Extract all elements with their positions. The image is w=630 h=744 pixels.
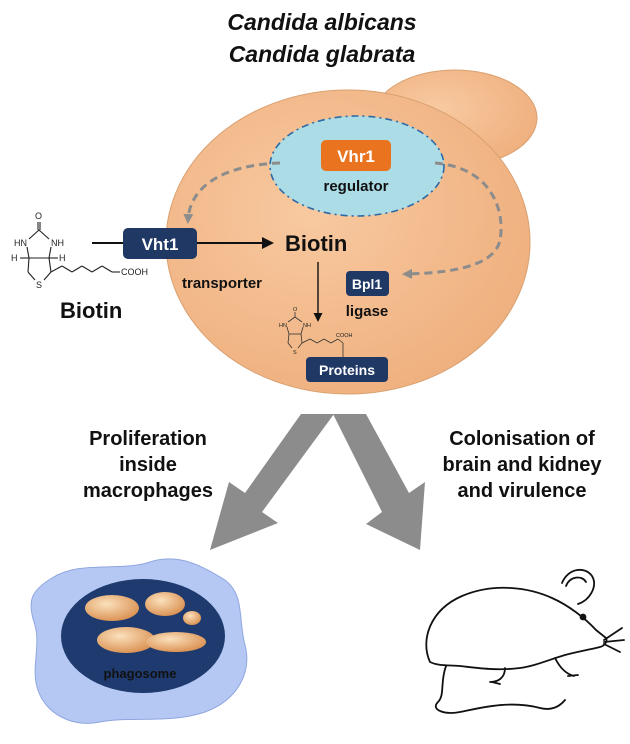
mouse-icon (425, 568, 625, 714)
yeast-bud-small (183, 611, 201, 625)
outcome-left-line-1: Proliferation (89, 428, 207, 450)
regulation-arrow-to-transporter (183, 161, 281, 224)
ligase-box (346, 271, 389, 296)
transporter-box (123, 228, 197, 259)
outcome-left-line-2: inside (119, 454, 177, 476)
regulation-arrow-to-ligase (402, 161, 503, 279)
regulator-caption: regulator (323, 178, 388, 195)
biotin-sulfur-label: S (36, 280, 42, 290)
outcome-arrow-right (333, 414, 425, 550)
title-line-1: Candida albicans (227, 9, 416, 35)
title-line-2: Candida glabrata (229, 41, 416, 67)
proteins-label: Proteins (319, 362, 375, 378)
outcome-right-line-1: Colonisation of (449, 428, 595, 450)
transporter-caption: transporter (182, 275, 262, 292)
biotin-structure-outside (20, 222, 120, 281)
biotin-nh-label: NH (51, 238, 64, 248)
proteins-box (306, 357, 388, 382)
outcome-left-line-3: macrophages (83, 480, 213, 502)
biotin-inside-oxygen-label: O (293, 307, 298, 313)
regulator-box (321, 140, 391, 171)
yeast-cell-3 (97, 627, 155, 653)
ligase-caption: ligase (346, 303, 389, 320)
outcome-arrow-left (210, 414, 334, 550)
biotin-h-left-label: H (11, 253, 18, 263)
biotin-hn-label: HN (14, 238, 27, 248)
phagosome-label: phagosome (104, 666, 177, 681)
biotin-h-right-label: H (59, 253, 66, 263)
biotin-inside-hn-label: HN (279, 323, 287, 329)
phagocytosed-yeast-cells (85, 592, 206, 653)
biotin-inside-label: Biotin (285, 231, 347, 256)
regulator-label: Vhr1 (337, 147, 375, 166)
biotin-inside-sulfur-label: S (293, 350, 297, 356)
biotin-outside-label: Biotin (60, 298, 122, 323)
yeast-cell-1 (85, 595, 139, 621)
outcome-right-line-3: and virulence (458, 480, 587, 502)
outcome-right-line-2: brain and kidney (443, 454, 603, 476)
yeast-cell-4 (146, 632, 206, 652)
transporter-label: Vht1 (142, 235, 179, 254)
biotin-inside-nh-label: NH (303, 323, 311, 329)
biotin-inside-cooh-label: COOH (336, 333, 353, 339)
ligase-label: Bpl1 (352, 276, 383, 292)
biotin-structure-inside (286, 312, 344, 358)
biotin-oxygen-label: O (35, 211, 42, 221)
yeast-cell-2 (145, 592, 185, 616)
biotin-cooh-label: COOH (121, 267, 148, 277)
